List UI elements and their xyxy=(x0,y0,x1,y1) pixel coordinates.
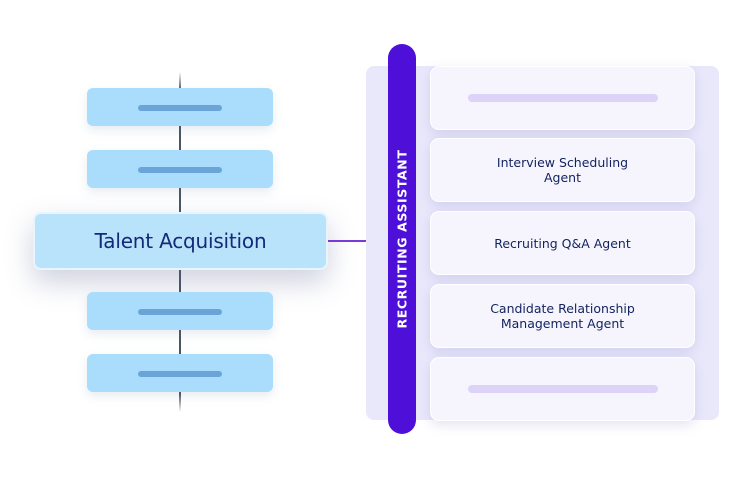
agent-card-interview-scheduling: Interview Scheduling Agent xyxy=(430,138,695,202)
connector-line xyxy=(328,240,390,242)
placeholder-bar xyxy=(138,167,222,173)
agent-card-label: Candidate Relationship Management Agent xyxy=(490,301,635,331)
placeholder-bar xyxy=(467,385,658,393)
recruiting-assistant-label: RECRUITING ASSISTANT xyxy=(394,149,410,329)
agent-card-placeholder-top xyxy=(430,66,695,130)
placeholder-box-1 xyxy=(87,88,273,126)
agent-card-placeholder-bottom xyxy=(430,357,695,421)
agent-card-recruiting-qa: Recruiting Q&A Agent xyxy=(430,211,695,275)
spine-fade-bottom xyxy=(179,394,181,412)
agent-card-candidate-relationship: Candidate Relationship Management Agent xyxy=(430,284,695,348)
placeholder-box-4 xyxy=(87,354,273,392)
placeholder-bar xyxy=(467,94,658,102)
agent-card-label: Interview Scheduling Agent xyxy=(496,155,629,185)
talent-acquisition-box: Talent Acquisition xyxy=(33,212,328,270)
placeholder-box-2 xyxy=(87,150,273,188)
talent-acquisition-label: Talent Acquisition xyxy=(94,229,267,253)
placeholder-box-3 xyxy=(87,292,273,330)
placeholder-bar xyxy=(138,105,222,111)
placeholder-bar xyxy=(138,371,222,377)
agent-card-label: Recruiting Q&A Agent xyxy=(494,235,631,251)
spine-fade-top xyxy=(179,72,181,90)
placeholder-bar xyxy=(138,309,222,315)
recruiting-assistant-pill: RECRUITING ASSISTANT xyxy=(388,44,416,434)
